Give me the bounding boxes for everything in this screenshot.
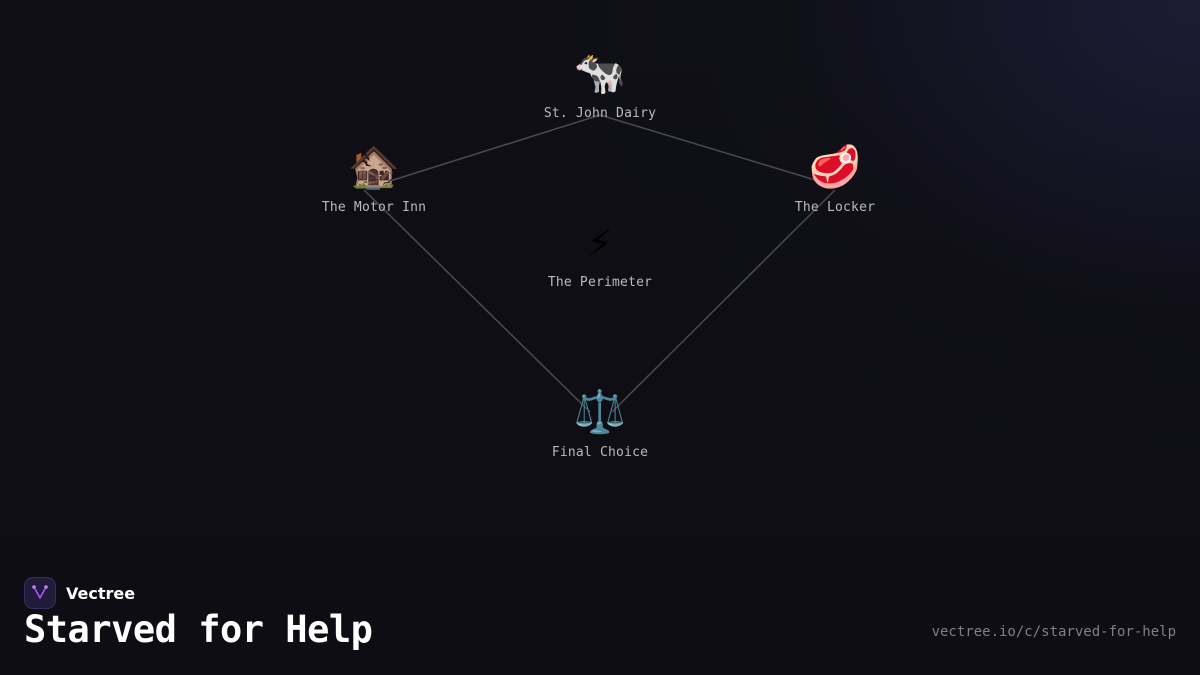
derelict-house-icon: 🏚️	[347, 142, 401, 191]
node-label: The Locker	[794, 200, 876, 215]
edge-dairy-motor-inn	[373, 114, 601, 187]
edge-motor-inn-final	[363, 189, 591, 413]
node-the-perimeter[interactable]: ⚡ The Perimeter	[510, 217, 690, 290]
node-the-motor-inn[interactable]: 🏚️ The Motor Inn	[284, 142, 464, 215]
share-url[interactable]: vectree.io/c/starved-for-help	[931, 624, 1176, 640]
node-label: The Perimeter	[547, 275, 653, 290]
page-title: Starved for Help	[24, 608, 373, 651]
node-the-locker[interactable]: 🥩 The Locker	[745, 142, 925, 215]
vectree-logo-icon	[24, 577, 56, 609]
meat-icon: 🥩	[808, 142, 862, 191]
node-label: The Motor Inn	[321, 200, 427, 215]
node-label: St. John Dairy	[543, 106, 657, 121]
node-label: Final Choice	[551, 445, 649, 460]
cow-icon: 🐄	[573, 48, 627, 97]
edge-dairy-locker	[599, 114, 836, 187]
edge-locker-final	[611, 189, 836, 413]
scales-icon: ⚖️	[573, 387, 627, 436]
node-final-choice[interactable]: ⚖️ Final Choice	[510, 387, 690, 460]
brand-name: Vectree	[66, 583, 136, 603]
lightning-icon: ⚡	[587, 217, 613, 266]
brand[interactable]: Vectree	[24, 577, 135, 609]
node-st-john-dairy[interactable]: 🐄 St. John Dairy	[510, 48, 690, 121]
